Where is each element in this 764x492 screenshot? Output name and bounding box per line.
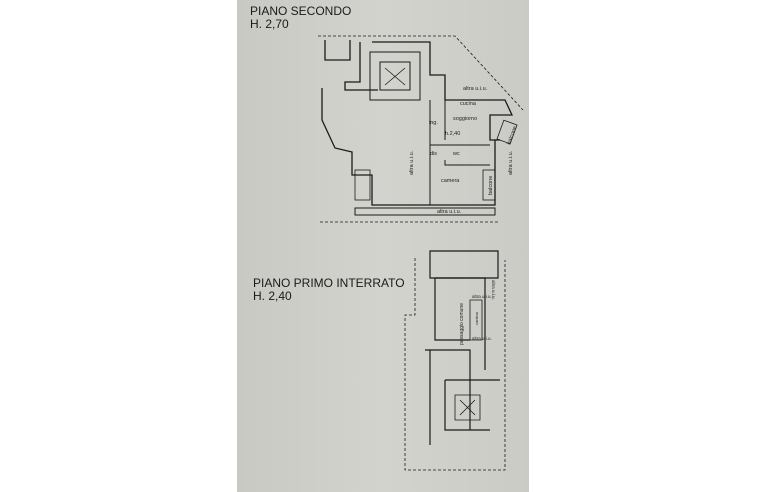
floor-2-title: PIANO PRIMO INTERRATO — [253, 276, 405, 290]
plan-basement — [404, 250, 506, 471]
label-cantina: cantina — [474, 311, 479, 325]
label-altra-uiu: altra u.i.u. — [491, 280, 496, 300]
room-labels-second-floor: altra u.i.u. cucina soggiorno ing. h.2,4… — [409, 86, 518, 215]
label-height: h.2,40 — [445, 131, 460, 137]
floor-1-height: H. 2,70 — [250, 17, 289, 31]
label-altra-uiu: altra u.i.u. — [463, 86, 488, 92]
label-balcone: balcone — [488, 176, 494, 195]
floor-1-header: PIANO SECONDO H. 2,70 — [250, 5, 351, 31]
label-dis: dis — [430, 151, 437, 157]
label-altra-uiu: altra u.i.u. — [409, 150, 415, 175]
label-cucina: cucina — [460, 101, 477, 107]
floor-1-title: PIANO SECONDO — [250, 4, 352, 18]
label-wc: wc — [452, 151, 460, 157]
label-balcone: balcone — [506, 126, 518, 146]
label-altra-uiu: altra u.i.u. — [472, 294, 492, 299]
plan-second-floor — [318, 35, 524, 223]
label-ing: ing. — [429, 120, 438, 126]
label-soggiorno: soggiorno — [453, 116, 477, 122]
label-altra-uiu: altra u.i.u. — [508, 150, 514, 175]
label-camera: camera — [441, 178, 460, 184]
floor-2-header: PIANO PRIMO INTERRATO H. 2,40 — [253, 277, 405, 303]
floor-2-height: H. 2,40 — [253, 289, 292, 303]
label-altra-uiu: altra u.i.u. — [472, 336, 492, 341]
label-passaggio-comune: passaggio comune — [459, 303, 465, 345]
room-labels-basement: passaggio comune altra u.i.u. altra u.i.… — [459, 280, 496, 345]
label-altra-uiu: altra u.i.u. — [437, 209, 462, 215]
